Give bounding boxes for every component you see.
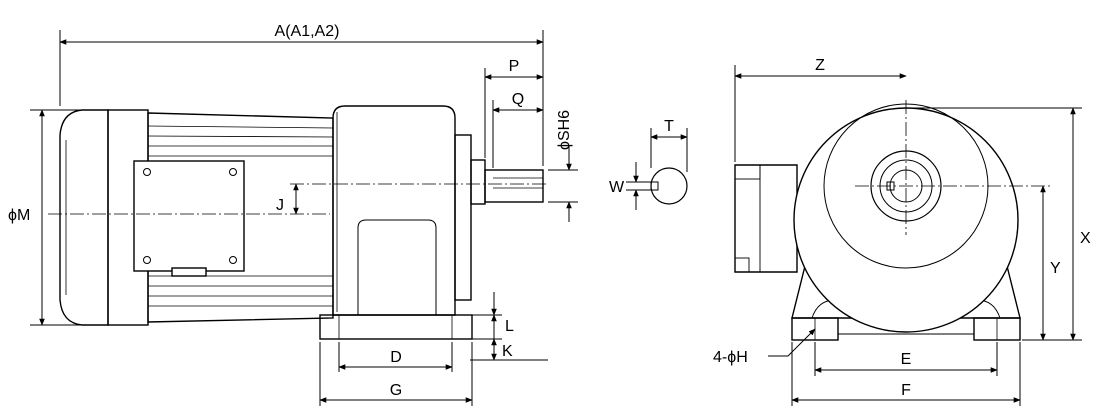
label-g: G [390, 382, 402, 399]
label-x: X [1080, 230, 1091, 247]
front-view [734, 103, 1021, 341]
shaft-collar [470, 159, 486, 205]
label-y: Y [1050, 260, 1061, 277]
mounting-foot [319, 314, 473, 340]
side-view-centerlines [48, 183, 548, 215]
label-t: T [664, 118, 674, 135]
label-f: F [901, 382, 911, 399]
key-slot [650, 181, 659, 191]
shaft-section-view [626, 128, 688, 210]
terminal-screws [143, 168, 237, 264]
gearbox-housing [332, 105, 456, 316]
shaft-section-circle [650, 167, 688, 205]
gearbox-flange [454, 134, 472, 301]
dimension-labels: A(A1,A2) P Q ϕSH6 ϕM J L K D G T W Z X Y… [8, 23, 1091, 399]
terminal-box [133, 160, 245, 272]
output-shaft [484, 169, 544, 203]
label-shaft-diameter: ϕSH6 [556, 110, 573, 150]
label-motor-diameter: ϕM [8, 207, 30, 224]
label-w: W [609, 179, 625, 196]
label-l: L [505, 318, 514, 335]
front-terminal-box [734, 164, 798, 273]
front-view-dimensions [734, 65, 1082, 406]
side-view [59, 105, 544, 340]
label-q: Q [512, 91, 524, 108]
front-view-centerlines [855, 100, 1050, 235]
fan-cover [59, 109, 109, 326]
label-j: J [276, 197, 284, 214]
label-d: D [390, 349, 402, 366]
label-p: P [509, 58, 520, 75]
label-overall-length: A(A1,A2) [275, 23, 340, 40]
label-z: Z [815, 57, 825, 74]
label-k: K [502, 343, 513, 360]
side-view-dimensions [30, 30, 578, 406]
label-hole: 4-ϕH [713, 349, 748, 366]
cooling-fins [147, 125, 334, 307]
label-e: E [901, 351, 912, 368]
